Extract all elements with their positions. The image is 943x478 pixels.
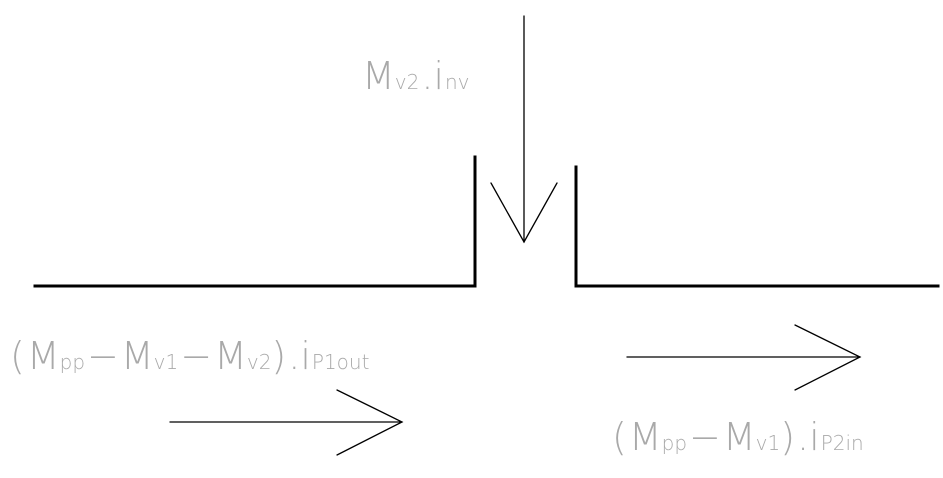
label-outlet-2-close-paren: ) bbox=[780, 415, 795, 459]
label-outlet-1-symbol-1-sub: pp bbox=[60, 350, 85, 374]
label-outlet-2: (Mpp−Mv1).iP2in bbox=[612, 415, 864, 459]
arrow-inflow-head bbox=[490, 182, 558, 244]
label-outlet-2-i-sub: P2in bbox=[821, 431, 864, 455]
arrow-outflow-left-head bbox=[336, 389, 404, 456]
label-outlet-1-minus-1: − bbox=[87, 334, 119, 378]
label-outlet-2-open-paren: ( bbox=[612, 415, 627, 459]
label-outlet-1-open-paren: ( bbox=[10, 334, 25, 378]
arrow-inflow bbox=[490, 15, 558, 244]
left-wall bbox=[33, 155, 477, 288]
label-inflow-i-sub: nv bbox=[445, 70, 470, 94]
label-outlet-2-symbol-1: M bbox=[629, 415, 662, 459]
label-outlet-1-i-sub: P1out bbox=[312, 350, 370, 374]
label-outlet-1-symbol-2-sub: v1 bbox=[154, 350, 179, 374]
label-inflow: Mv2.inv bbox=[362, 54, 470, 98]
right-wall bbox=[574, 165, 940, 288]
label-inflow-symbol-sub: v2 bbox=[395, 70, 420, 94]
label-outlet-2-symbol-2: M bbox=[723, 415, 756, 459]
arrow-outflow-right-head bbox=[794, 324, 862, 391]
label-outlet-1-symbol-1: M bbox=[27, 334, 60, 378]
label-outlet-2-minus-1: − bbox=[689, 415, 721, 459]
label-inflow-dot-i: .i bbox=[421, 54, 444, 98]
label-outlet-1: (Mpp−Mv1−Mv2).iP1out bbox=[10, 334, 369, 378]
label-inflow-symbol: M bbox=[362, 54, 395, 98]
label-outlet-1-symbol-3-sub: v2 bbox=[247, 350, 272, 374]
label-outlet-1-symbol-2: M bbox=[121, 334, 154, 378]
label-outlet-1-close-paren: ) bbox=[271, 334, 286, 378]
label-outlet-1-minus-2: − bbox=[180, 334, 212, 378]
label-outlet-1-dot-i: .i bbox=[288, 334, 311, 378]
label-outlet-2-dot-i: .i bbox=[797, 415, 820, 459]
label-outlet-2-symbol-2-sub: v1 bbox=[756, 431, 781, 455]
label-outlet-2-symbol-1-sub: pp bbox=[662, 431, 687, 455]
arrow-outflow-left bbox=[169, 389, 404, 456]
pipe-outline bbox=[33, 155, 940, 288]
arrow-outflow-right bbox=[626, 324, 862, 391]
label-outlet-1-symbol-3: M bbox=[214, 334, 247, 378]
